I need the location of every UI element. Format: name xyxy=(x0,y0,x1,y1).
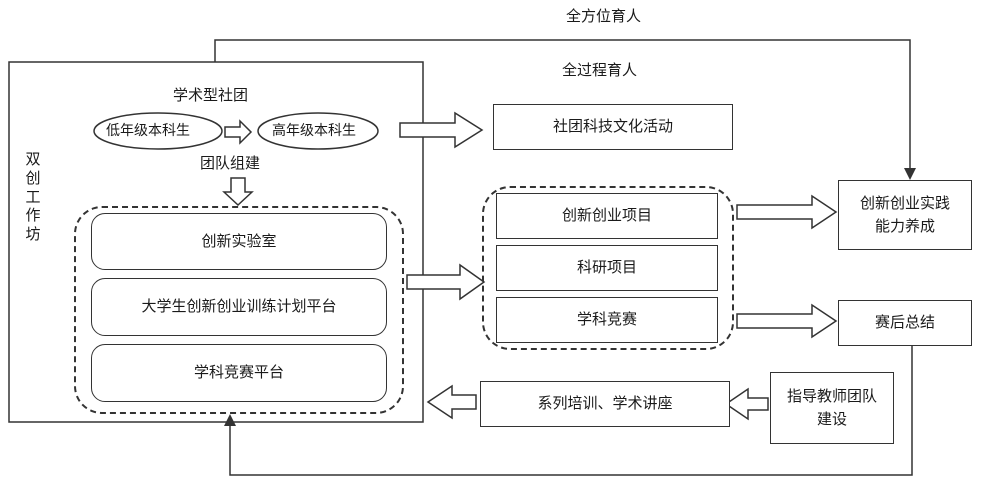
all-round-arrowhead xyxy=(904,168,916,180)
platform-training-program: 大学生创新创业训练计划平台 xyxy=(91,278,387,336)
team-down-arrow xyxy=(222,177,254,207)
training-box: 系列培训、学术讲座 xyxy=(480,381,730,427)
platforms-group xyxy=(74,206,404,414)
club-activity-arrow xyxy=(399,111,484,149)
all-round-label: 全方位育人 xyxy=(566,7,642,25)
platform-innovation-lab: 创新实验室 xyxy=(91,213,387,270)
summary-arrow xyxy=(736,303,838,339)
low-grade-label: 低年级本科生 xyxy=(106,123,190,139)
post-summary-box: 赛后总结 xyxy=(838,300,972,346)
project-innovation: 创新创业项目 xyxy=(496,193,718,239)
team-label: 团队组建 xyxy=(200,154,261,172)
practice-arrow xyxy=(736,194,838,230)
high-grade-label: 高年级本科生 xyxy=(272,123,356,139)
whole-process-label: 全过程育人 xyxy=(562,61,638,79)
club-title: 学术型社团 xyxy=(173,86,249,104)
project-competition: 学科竞赛 xyxy=(496,297,718,343)
grade-arrow xyxy=(224,119,253,145)
workshop-label: 双创工作坊 xyxy=(25,150,41,243)
feedback-arrowhead xyxy=(224,414,236,426)
feedback-line xyxy=(229,346,913,476)
training-arrow xyxy=(426,384,477,420)
teacher-team-box: 指导教师团队建设 xyxy=(770,372,894,444)
teacher-arrow xyxy=(724,387,769,421)
all-round-line xyxy=(214,39,911,170)
projects-group xyxy=(482,186,734,350)
high-grade-ellipse xyxy=(257,112,379,150)
workshop-frame xyxy=(8,61,424,423)
club-activity-box: 社团科技文化活动 xyxy=(493,104,733,150)
platform-competition: 学科竞赛平台 xyxy=(91,344,387,402)
low-grade-ellipse xyxy=(93,112,223,150)
project-research: 科研项目 xyxy=(496,245,718,291)
practice-ability-box: 创新创业实践能力养成 xyxy=(838,180,972,250)
platforms-arrow xyxy=(406,263,486,301)
